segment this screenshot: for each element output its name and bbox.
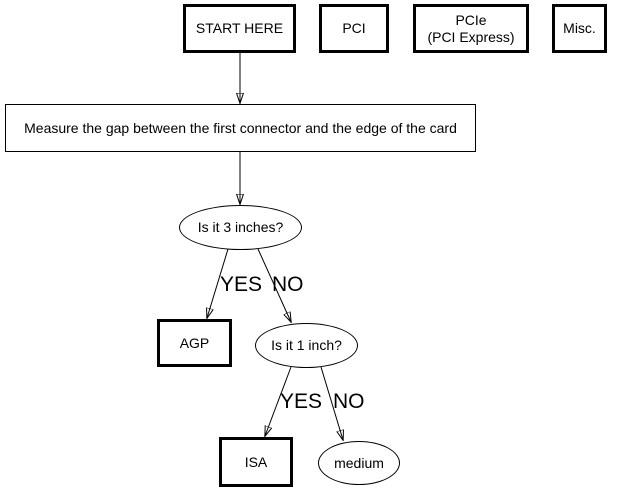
node-pci-label: PCI	[342, 20, 366, 36]
edge-label-yes-1: YES	[220, 273, 263, 296]
node-agp: AGP	[157, 319, 232, 367]
node-agp-label: AGP	[179, 334, 210, 351]
node-isa: ISA	[219, 437, 293, 487]
node-medium-label: medium	[334, 454, 384, 471]
node-question-3-inches: Is it 3 inches?	[179, 205, 302, 250]
edge-label-no-2: NO	[333, 390, 365, 413]
node-pcie: PCIe (PCI Express)	[413, 4, 529, 53]
node-start-here-label: START HERE	[195, 20, 284, 36]
node-pci: PCI	[319, 4, 389, 53]
node-question-3-inches-label: Is it 3 inches?	[197, 219, 284, 235]
node-question-1-inch: Is it 1 inch?	[255, 323, 358, 368]
node-start-here: START HERE	[183, 4, 296, 53]
edge-label-no-1: NO	[272, 273, 304, 296]
node-pcie-label-line1: PCIe	[455, 11, 487, 28]
node-pcie-label-line2: (PCI Express)	[427, 28, 515, 45]
node-measure-gap-label: Measure the gap between the first connec…	[24, 119, 457, 136]
edge-label-yes-2: YES	[280, 390, 323, 413]
node-medium: medium	[318, 441, 400, 485]
node-misc-label: Misc.	[563, 20, 596, 36]
node-question-1-inch-label: Is it 1 inch?	[271, 337, 342, 353]
node-measure-gap: Measure the gap between the first connec…	[5, 104, 476, 152]
node-misc: Misc.	[552, 4, 607, 53]
node-isa-label: ISA	[244, 453, 268, 470]
